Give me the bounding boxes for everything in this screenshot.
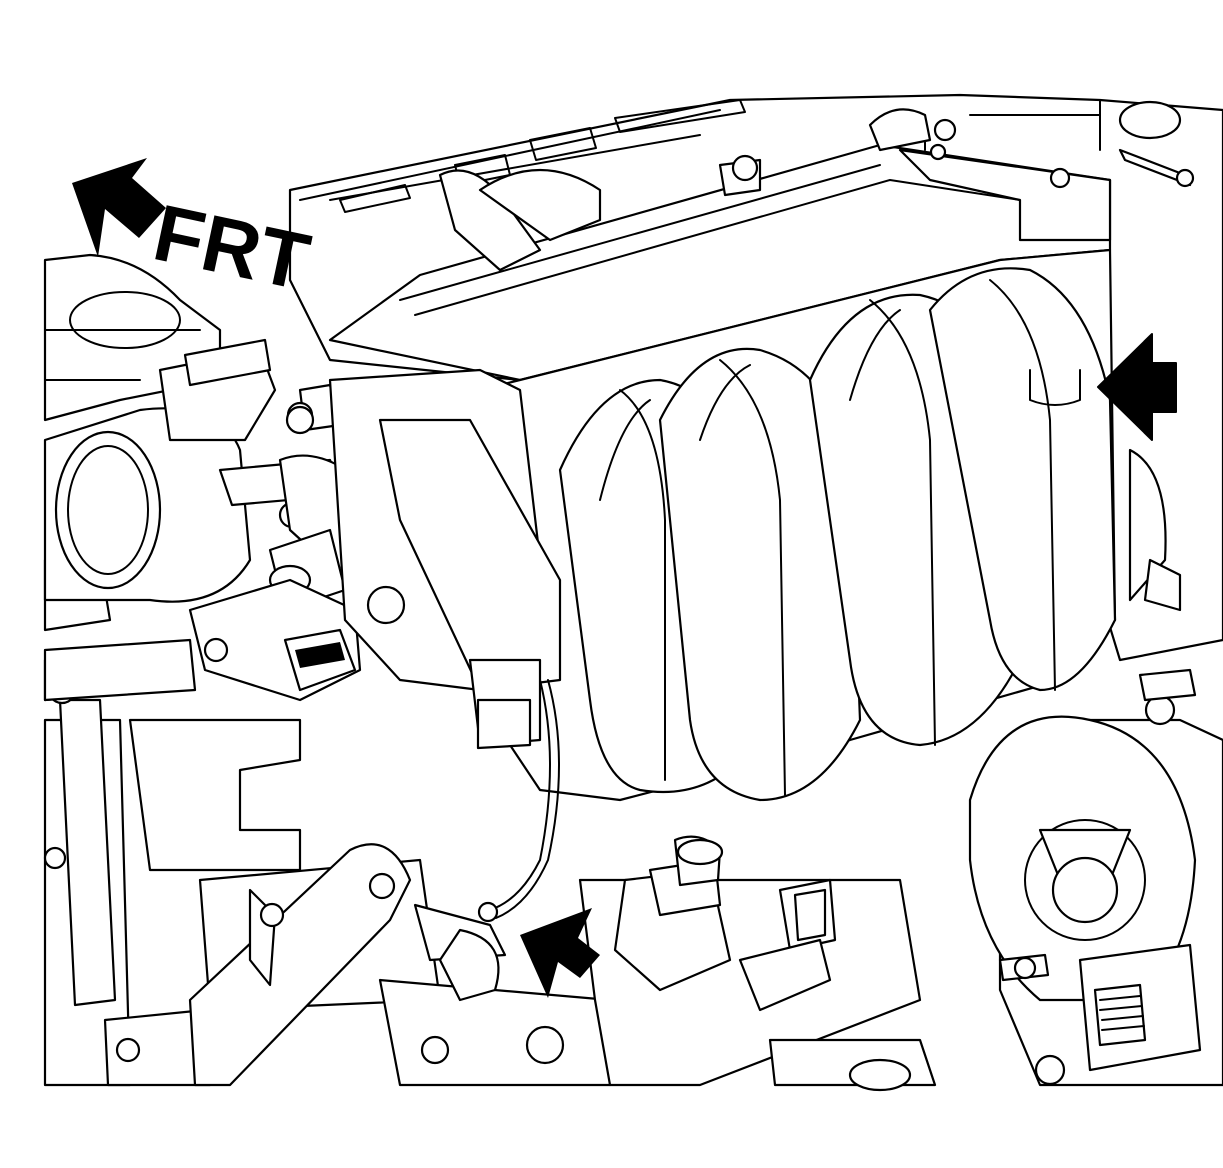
sensors	[413, 835, 1037, 1012]
intake-manifold	[328, 108, 1112, 382]
pointer-arrow-bottom	[520, 908, 600, 998]
front-direction-arrow-icon	[72, 158, 166, 257]
throttle-mount-flange	[285, 368, 562, 923]
pointer-arrow-right	[1097, 333, 1177, 441]
intake-runners	[558, 267, 1117, 802]
right-side-component	[968, 448, 1223, 1087]
